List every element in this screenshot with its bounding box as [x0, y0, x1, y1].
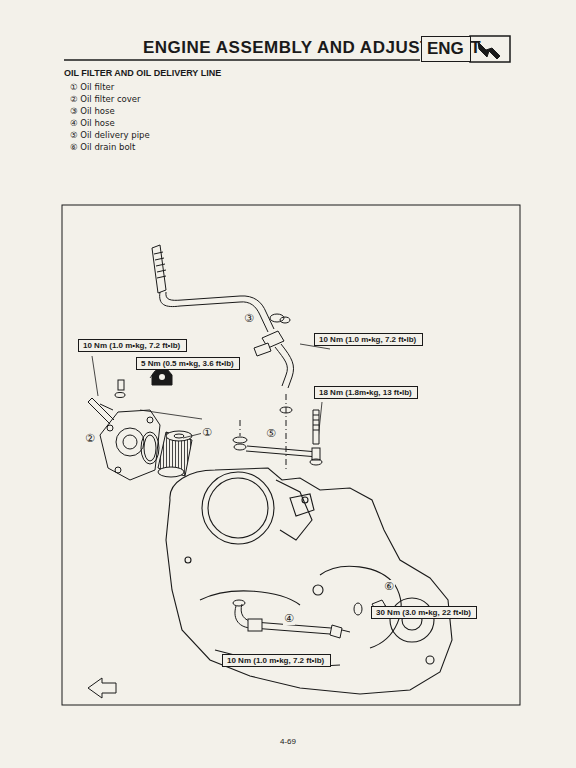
oil-delivery-line-upper	[154, 252, 166, 278]
oil-hose-lower	[248, 619, 262, 631]
page-number: 4-69	[280, 737, 296, 746]
callout-number: ②	[84, 432, 96, 445]
crankcase	[313, 585, 323, 595]
legend-item: ④ Oil hose	[70, 118, 115, 128]
oil-delivery-pipe	[310, 459, 322, 465]
oil-hose-lower	[330, 625, 342, 638]
oil-delivery-line-upper	[152, 245, 166, 293]
o-ring	[141, 432, 159, 464]
crankcase	[215, 650, 340, 666]
oil-filter-cover	[123, 435, 137, 449]
oil-delivery-pipe	[313, 415, 319, 430]
crankcase	[390, 598, 434, 642]
callout-number: ①	[201, 426, 213, 439]
oil-delivery-pipe	[313, 410, 319, 444]
crankcase	[208, 478, 268, 538]
oil-delivery-line-upper	[275, 347, 287, 386]
oil-filter-cover	[100, 410, 160, 480]
legend-item: ① Oil filter	[70, 82, 114, 92]
oil-delivery-pipe	[312, 448, 320, 460]
o-ring	[144, 435, 156, 461]
crankcase	[290, 494, 314, 516]
leader-lines	[140, 410, 202, 419]
torque-spec-box: 5 Nm (0.5 m•kg, 3.6 ft•lb)	[136, 357, 240, 370]
oil-delivery-pipe	[233, 410, 322, 465]
callout-number: ⑤	[265, 427, 277, 440]
legend-item: ⑤ Oil delivery pipe	[70, 130, 150, 140]
oil-filter-element	[174, 434, 184, 438]
crankcase	[185, 557, 191, 563]
oil-filter-cover	[116, 428, 144, 456]
forward-arrow	[88, 678, 116, 698]
header-rule	[64, 59, 420, 61]
crankcase	[426, 656, 434, 664]
oil-delivery-line-upper	[286, 394, 287, 470]
legend-item: ③ Oil hose	[70, 106, 115, 116]
oil-filter-cover	[118, 380, 124, 390]
oil-hose-lower	[354, 603, 362, 615]
torque-spec-box: 30 Nm (3.0 m•kg, 22 ft•lb)	[371, 606, 477, 619]
node-text: 30 Nm (3.0 m•kg, 22 ft•lb)	[376, 608, 472, 617]
leader-lines	[150, 371, 155, 378]
oil-delivery-pipe	[233, 437, 247, 443]
callout-number: ⑥	[383, 580, 395, 593]
legend-item: ⑥ Oil drain bolt	[70, 142, 135, 152]
oil-hose-lower	[342, 630, 350, 632]
torque-spec-box: 10 Nm (1.0 m•kg, 7.2 ft•lb)	[222, 654, 331, 667]
section-tab: ENG	[421, 36, 471, 62]
node-text: 10 Nm (1.0 m•kg, 7.2 ft•lb)	[227, 656, 326, 665]
legend-item: ② Oil filter cover	[70, 94, 141, 104]
oil-filter-element	[158, 467, 184, 477]
torque-spec-box: 10 Nm (1.0 m•kg, 7.2 ft•lb)	[78, 339, 187, 352]
oil-filter-cover	[100, 404, 113, 410]
oil-delivery-pipe	[234, 444, 246, 450]
oil-delivery-line-upper	[281, 344, 294, 388]
crankcase	[202, 472, 274, 544]
node-text: 10 Nm (1.0 m•kg, 7.2 ft•lb)	[319, 335, 418, 344]
oil-delivery-pipe	[246, 446, 318, 457]
oil-filter-element	[158, 432, 192, 476]
oil-filter-element	[158, 431, 192, 477]
node-text: 18 Nm (1.8m•kg, 13 ft•lb)	[319, 388, 413, 397]
oil-delivery-line-upper	[280, 317, 290, 323]
oil-delivery-line-upper	[166, 292, 274, 329]
node-text: ENG	[427, 39, 465, 59]
forward-arrow	[88, 678, 116, 698]
crankcase	[166, 468, 452, 694]
oil-filter-element	[166, 431, 192, 441]
oil-filter-cover	[115, 393, 125, 398]
leader-lines	[92, 356, 98, 396]
node-text: 5 Nm (0.5 m•kg, 3.6 ft•lb)	[141, 359, 235, 368]
oil-filter-cover	[159, 374, 165, 380]
oil-filter-cover	[147, 417, 153, 423]
crankcase	[302, 497, 308, 503]
oil-hose-lower	[233, 600, 362, 638]
figure-frame	[62, 205, 520, 705]
leader-lines	[183, 433, 203, 438]
o-ring	[141, 432, 159, 464]
oil-delivery-line-upper	[254, 343, 271, 356]
oil-filter-cover	[115, 467, 121, 473]
section-heading: OIL FILTER AND OIL DELIVERY LINE	[64, 68, 221, 78]
node-text: 10 Nm (1.0 m•kg, 7.2 ft•lb)	[83, 341, 182, 350]
oil-delivery-line-upper	[270, 314, 284, 322]
callout-number: ③	[243, 312, 255, 325]
crankcase	[200, 591, 300, 605]
oil-filter-cover	[88, 398, 114, 424]
oil-hose-lower	[235, 606, 330, 634]
eng-icon-box	[478, 42, 500, 59]
torque-spec-box: 10 Nm (1.0 m•kg, 7.2 ft•lb)	[314, 333, 423, 346]
torque-spec-box: 18 Nm (1.8m•kg, 13 ft•lb)	[314, 386, 418, 399]
oil-delivery-pipe	[240, 420, 241, 436]
figure-frame	[62, 205, 520, 705]
crankcase	[166, 468, 452, 694]
oil-hose-lower	[233, 600, 245, 606]
callout-number: ④	[283, 612, 295, 625]
header-rule	[64, 60, 420, 61]
oil-filter-cover	[107, 425, 113, 431]
